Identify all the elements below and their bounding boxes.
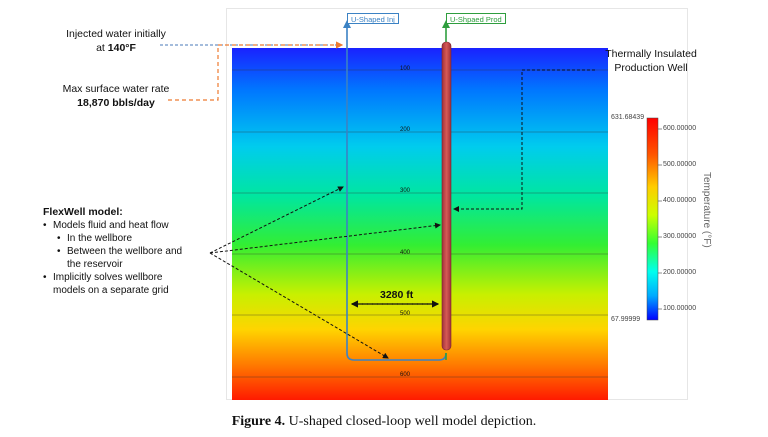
- colorbar-tick-label: 500.00000: [663, 161, 697, 168]
- injector-well-path: [346, 22, 447, 361]
- depth-label: 400: [399, 250, 410, 256]
- injected-water-line2: at 140°F: [96, 42, 136, 54]
- depth-label: 200: [399, 127, 410, 133]
- spacing-label: 3280 ft: [380, 289, 414, 301]
- colorbar-max-label: 631.68439: [611, 114, 645, 121]
- injector-arrow-icon: [343, 20, 351, 28]
- colorbar-tick-label: 200.00000: [663, 269, 697, 276]
- injector-label: U-Shaped Inj: [347, 13, 399, 24]
- flexwell-item-cont: models on a separate grid: [53, 285, 169, 296]
- flexwell-subitem-cont: the reservoir: [67, 259, 123, 270]
- insulated-line2: Production Well: [614, 62, 688, 74]
- grid-layer-lines: [232, 69, 608, 378]
- injected-water-annotation: Injected water initially at 140°F: [56, 27, 176, 55]
- insulated-well-leader: [453, 69, 595, 212]
- colorbar-tick-label: 600.00000: [663, 125, 697, 132]
- colorbar-ticks: [658, 128, 662, 310]
- depth-label: 500: [399, 311, 410, 317]
- colorbar-title: Temperature (°F): [701, 172, 712, 248]
- colorbar-tick-label: 400.00000: [663, 197, 697, 204]
- reservoir-temperature-field: [232, 48, 608, 400]
- flexwell-item: Models fluid and heat flow: [43, 219, 228, 232]
- injected-temp: 140°F: [107, 42, 136, 54]
- flexwell-item: Implicitly solves wellbore: [43, 271, 228, 284]
- flexwell-subitem: Between the wellbore and: [43, 245, 228, 258]
- flexwell-annotation: FlexWell model: Models fluid and heat fl…: [43, 206, 228, 297]
- insulated-production-tube: [441, 41, 452, 351]
- colorbar-tick-label: 300.00000: [663, 233, 697, 240]
- colorbar-min-label: 67.99999: [611, 316, 641, 323]
- depth-label: 300: [399, 188, 410, 194]
- colorbar-tick-label: 100.00000: [663, 305, 697, 312]
- temperature-colorbar: [646, 117, 659, 321]
- caption-text: U-shaped closed-loop well model depictio…: [288, 414, 537, 429]
- producer-arrow-icon: [442, 20, 450, 28]
- max-rate-line1: Max surface water rate: [62, 83, 170, 95]
- flexwell-subitem: In the wellbore: [43, 232, 228, 245]
- insulated-well-annotation: Thermally Insulated Production Well: [595, 47, 707, 75]
- insulated-line1: Thermally Insulated: [605, 48, 697, 60]
- injected-water-line1: Injected water initially: [66, 28, 166, 40]
- caption-label: Figure 4.: [231, 414, 286, 429]
- producer-label: U-Shpaed Prod: [446, 13, 506, 24]
- max-rate-annotation: Max surface water rate 18,870 bbls/day: [56, 82, 176, 110]
- max-rate-value: 18,870 bbls/day: [77, 97, 155, 109]
- flexwell-arrows: [209, 186, 441, 359]
- depth-label: 100: [399, 66, 410, 72]
- max-rate-leader: [168, 45, 219, 101]
- figure-caption: Figure 4. U-shaped closed-loop well mode…: [0, 414, 768, 430]
- depth-label: 600: [399, 372, 410, 378]
- flexwell-title: FlexWell model:: [43, 206, 123, 218]
